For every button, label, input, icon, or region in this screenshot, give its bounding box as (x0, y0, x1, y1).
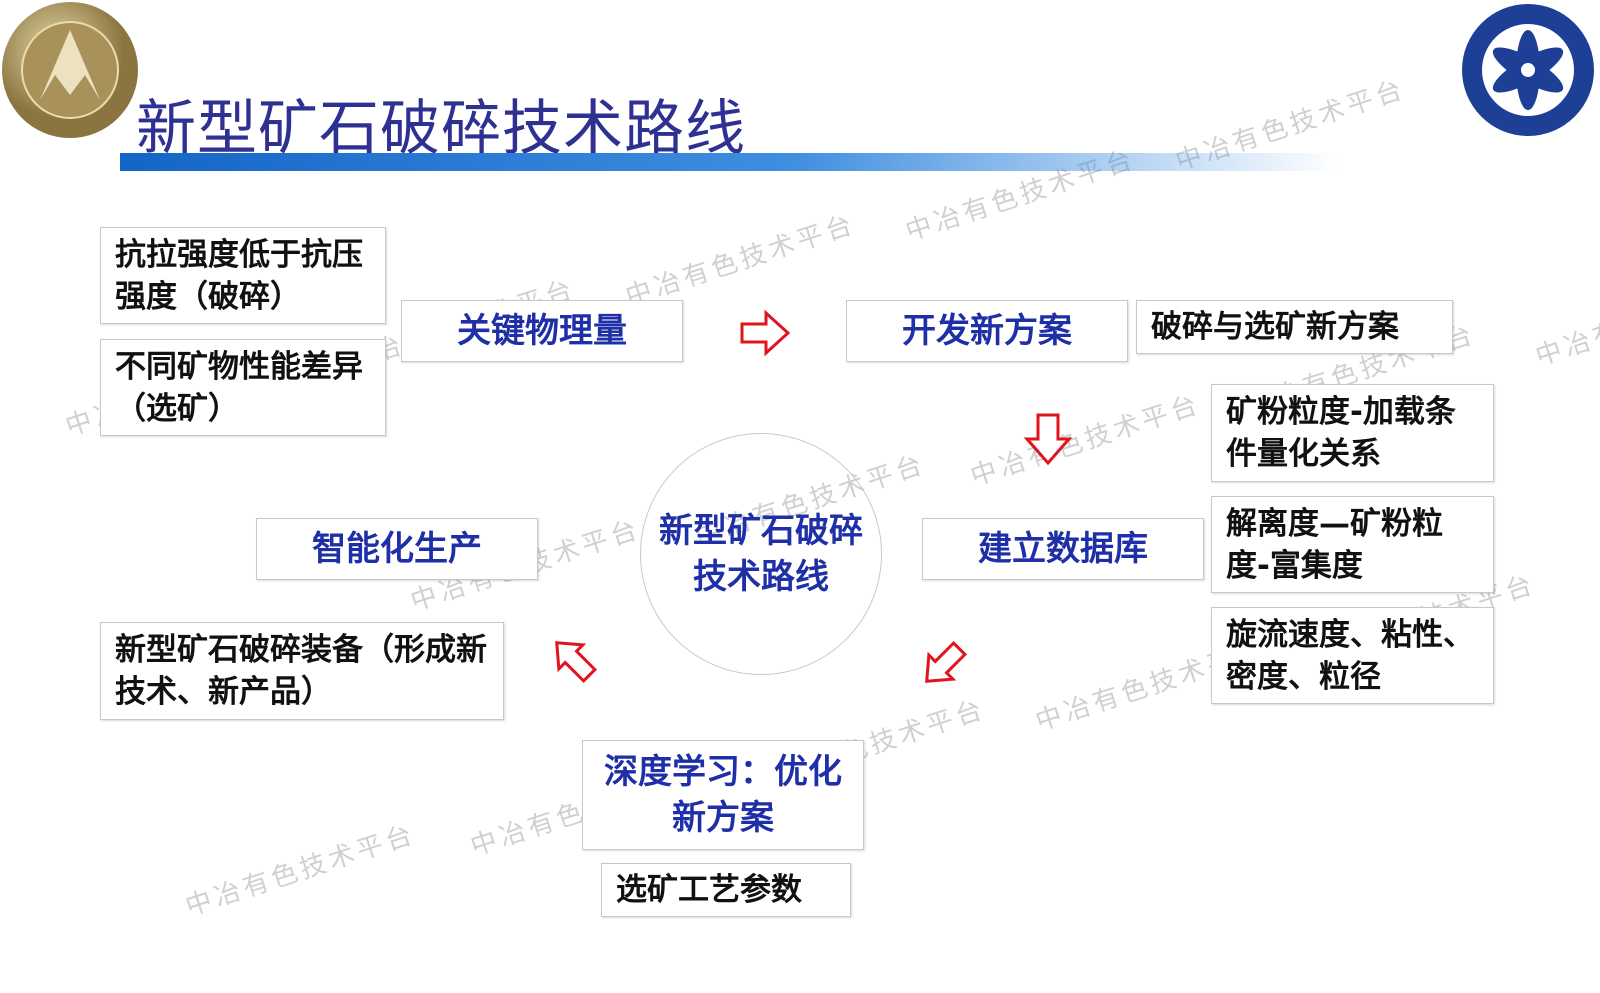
page-title: 新型矿石破碎技术路线 (136, 94, 746, 164)
node-smart-production: 智能化生产 (256, 518, 538, 580)
arrow-down-left-icon (925, 640, 968, 683)
note-process-params: 选矿工艺参数 (601, 863, 851, 917)
arrow-down-icon (1023, 413, 1073, 466)
note-text: 矿粉粒度-加载条件量化关系 (1226, 394, 1456, 472)
arrow-right-icon (740, 309, 791, 357)
note-text: 不同矿物性能差异（选矿） (115, 348, 363, 427)
note-liberation: 解离度—矿粉粒度-富集度 (1211, 496, 1494, 593)
node-deep-learning: 深度学习：优化新方案 (582, 740, 864, 850)
center-label: 新型矿石破碎技术路线 (659, 511, 863, 597)
node-label: 智能化生产 (312, 529, 482, 569)
node-label: 深度学习：优化新方案 (604, 752, 842, 838)
note-text: 抗拉强度低于抗压强度（破碎） (115, 236, 363, 315)
note-text: 旋流速度、粘性、密度、粒径 (1226, 616, 1474, 695)
note-mineral-diff: 不同矿物性能差异（选矿） (100, 339, 386, 436)
institute-of-mechanics-logo (2, 2, 138, 138)
watermark: 中冶有色技术平台 (1532, 269, 1600, 373)
node-develop-scheme: 开发新方案 (846, 300, 1128, 362)
node-label: 建立数据库 (978, 529, 1148, 569)
node-label: 开发新方案 (902, 311, 1072, 351)
watermark: 中冶有色技术平台 (622, 209, 860, 313)
note-text: 新型矿石破碎装备（形成新技术、新产品） (115, 632, 487, 710)
note-equipment: 新型矿石破碎装备（形成新技术、新产品） (100, 622, 504, 720)
note-text: 解离度—矿粉粒度-富集度 (1226, 505, 1443, 584)
node-build-database: 建立数据库 (922, 518, 1204, 580)
watermark: 中冶有色技术平台 (967, 389, 1205, 493)
note-text: 破碎与选矿新方案 (1151, 309, 1399, 345)
chinese-academy-of-sciences-logo (1462, 4, 1594, 136)
note-tensile: 抗拉强度低于抗压强度（破碎） (100, 227, 386, 324)
watermark: 中冶有色技术平台 (182, 819, 420, 923)
note-new-scheme: 破碎与选矿新方案 (1136, 300, 1453, 354)
note-text: 选矿工艺参数 (616, 872, 802, 908)
note-cyclone: 旋流速度、粘性、密度、粒径 (1211, 607, 1494, 704)
node-label: 关键物理量 (457, 311, 627, 351)
note-granularity: 矿粉粒度-加载条件量化关系 (1211, 384, 1494, 482)
arrow-up-left-icon (555, 641, 598, 684)
title-underline-bar (120, 153, 1340, 171)
center-circle: 新型矿石破碎技术路线 (640, 433, 882, 675)
node-key-quantities: 关键物理量 (401, 300, 683, 362)
